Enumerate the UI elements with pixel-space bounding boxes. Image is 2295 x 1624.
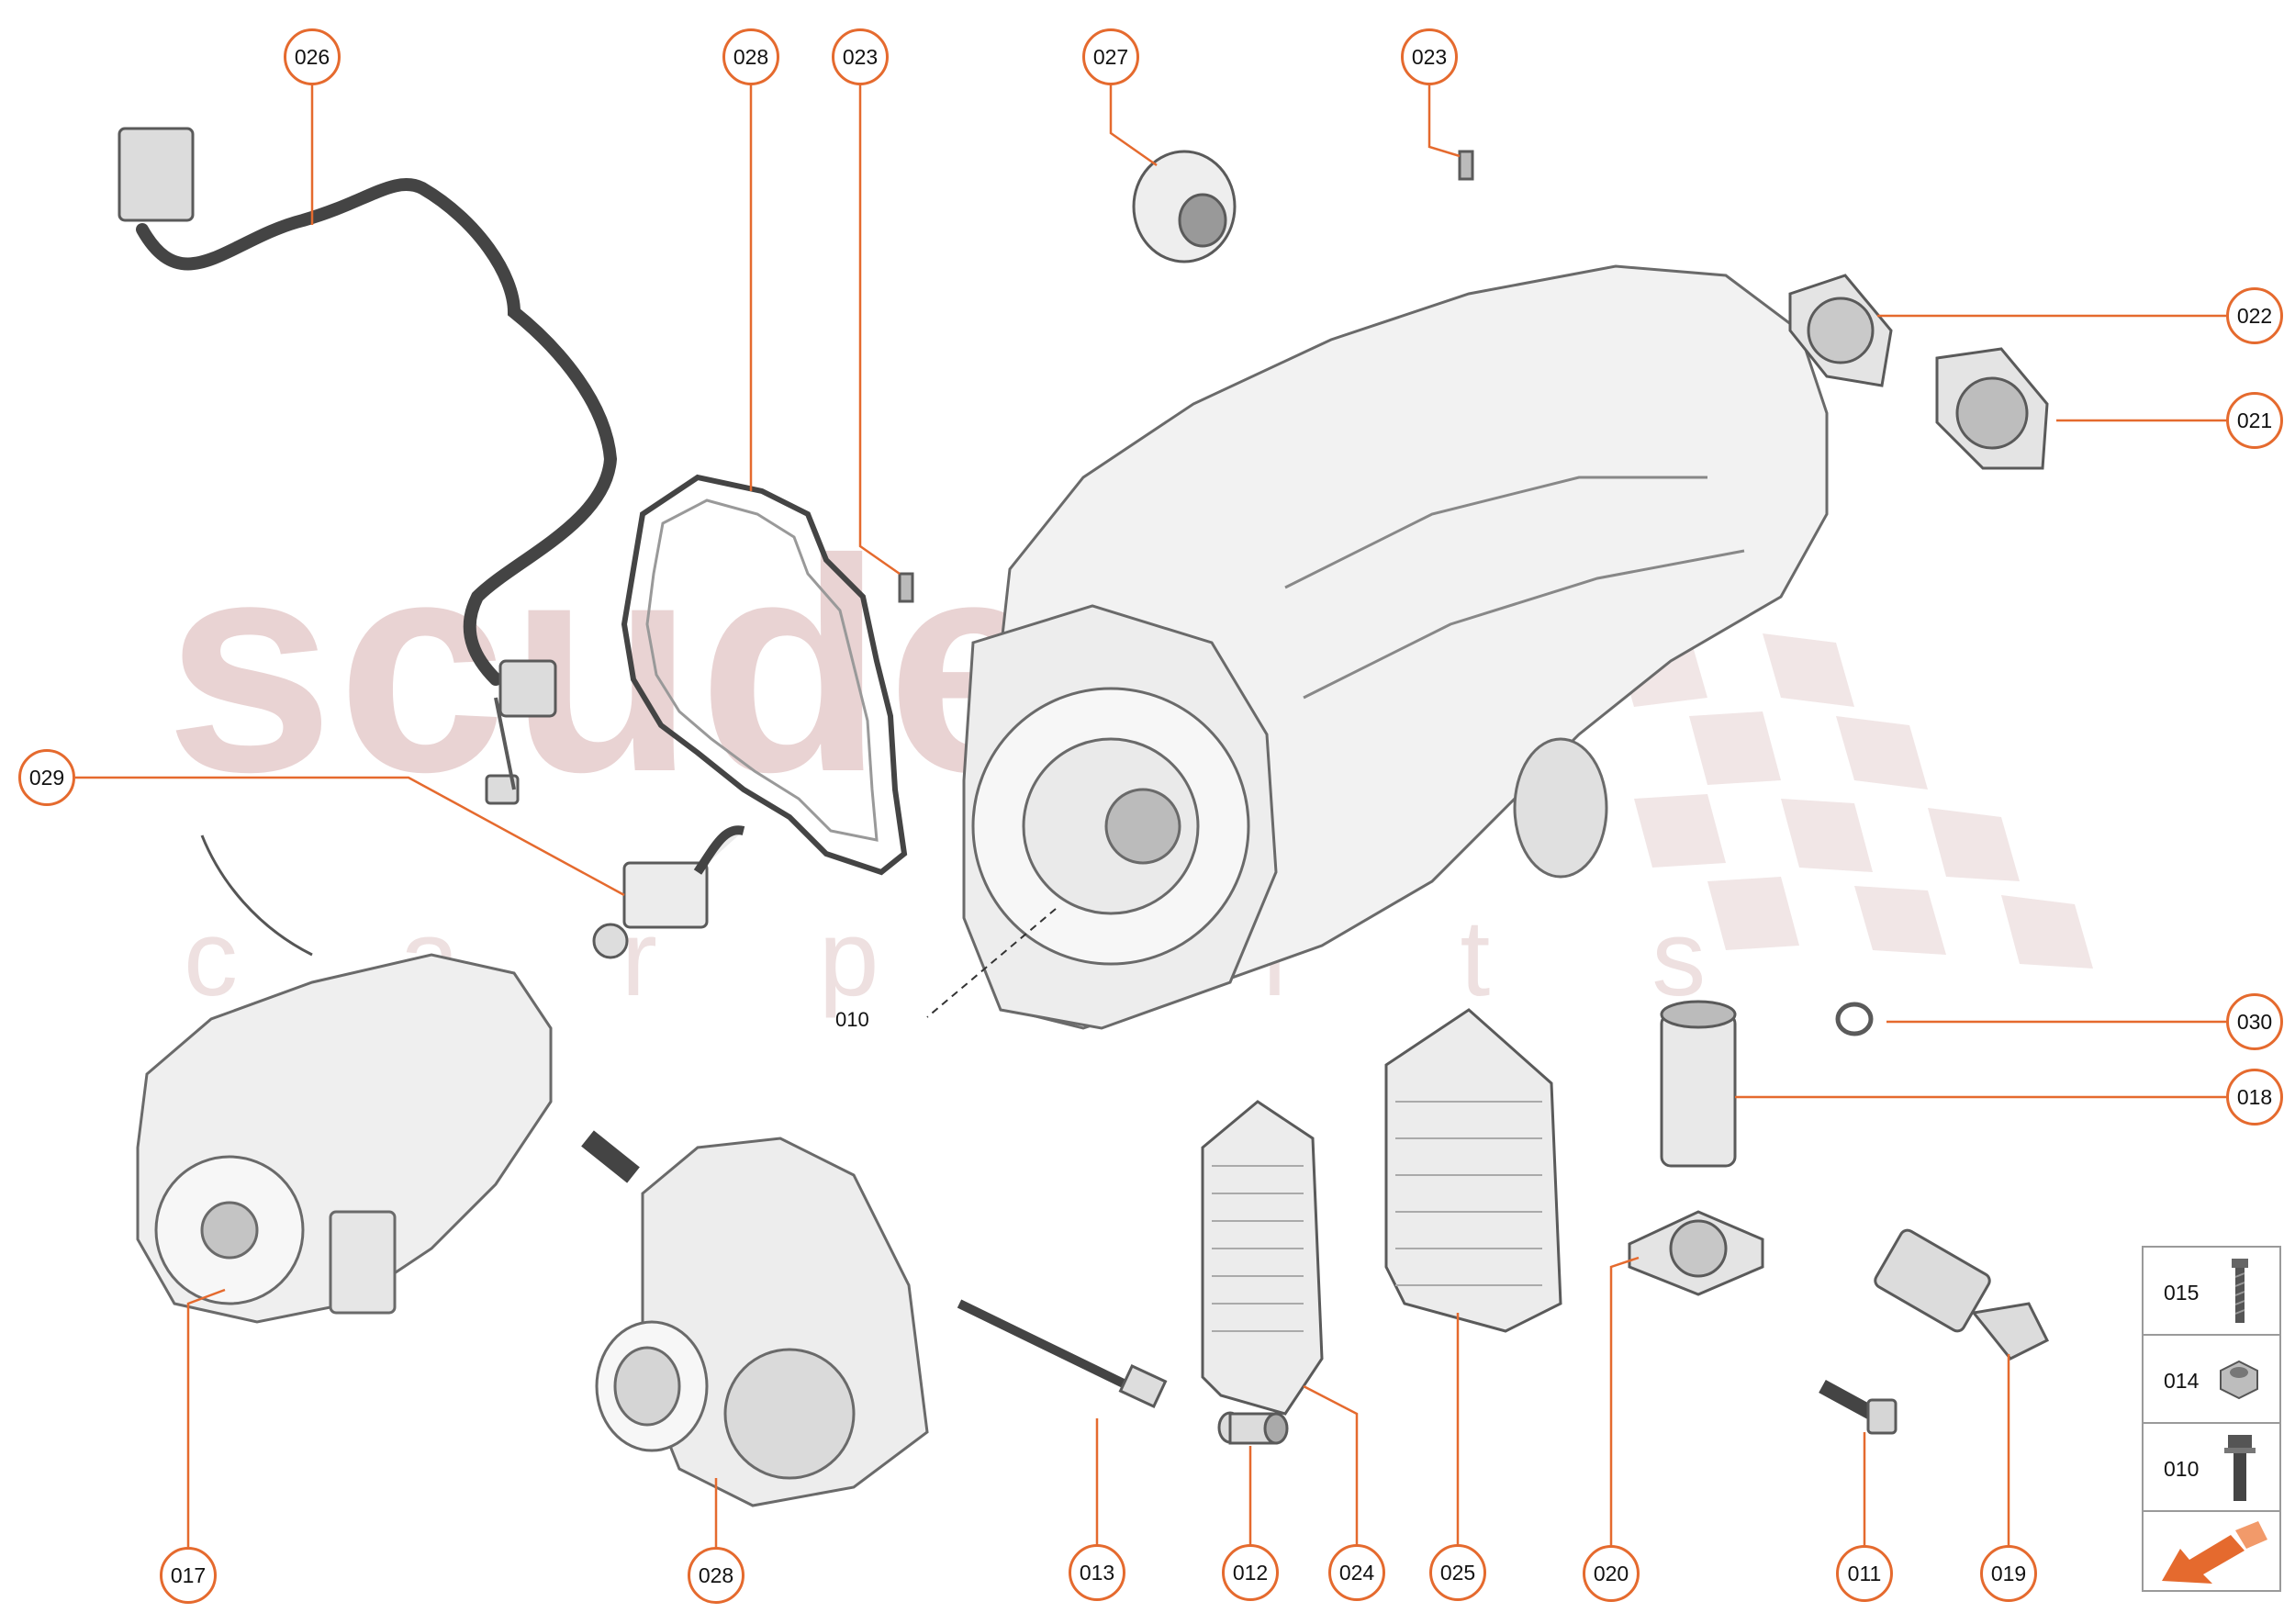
callout-022[interactable]: 022 (2226, 287, 2283, 344)
callout-017[interactable]: 017 (160, 1547, 217, 1604)
callout-023-left[interactable]: 023 (832, 28, 889, 85)
legend-row-bolt[interactable]: 015 (2144, 1248, 2279, 1336)
callout-027[interactable]: 027 (1082, 28, 1139, 85)
oil-filter (1660, 1000, 1737, 1168)
leader-010 (926, 908, 1057, 1018)
callout-011[interactable]: 011 (1836, 1545, 1893, 1602)
callout-021[interactable]: 021 (2226, 392, 2283, 449)
legend-nav-button[interactable] (2144, 1512, 2279, 1594)
part-label-010: 010 (835, 1008, 869, 1031)
arrow-down-left-icon (2162, 1521, 2267, 1584)
legend-code: 014 (2164, 1369, 2200, 1393)
legend-row-nut[interactable]: 014 (2144, 1336, 2279, 1424)
sealing-washer (1835, 1002, 1874, 1036)
oil-cooler-small (1201, 1100, 1324, 1416)
drain-bolt (1819, 1379, 1898, 1435)
callout-012[interactable]: 012 (1222, 1544, 1279, 1601)
oil-cooler-large (1384, 1008, 1562, 1333)
leader-lines (75, 83, 2226, 1548)
differential-housing (581, 1130, 929, 1507)
callout-024[interactable]: 024 (1328, 1544, 1385, 1601)
bushing (1132, 150, 1237, 263)
callout-019[interactable]: 019 (1980, 1545, 2037, 1602)
union-fitting (1217, 1411, 1289, 1445)
callout-026[interactable]: 026 (284, 28, 341, 85)
callout-023-right[interactable]: 023 (1401, 28, 1458, 85)
pressure-cover (1935, 347, 2049, 470)
callout-013[interactable]: 013 (1069, 1544, 1125, 1601)
filter-plug (1874, 1228, 2050, 1361)
callout-018[interactable]: 018 (2226, 1069, 2283, 1126)
callout-025[interactable]: 025 (1429, 1544, 1486, 1601)
oil-pipe (957, 1299, 1168, 1409)
callout-029[interactable]: 029 (18, 749, 75, 806)
gearbox-assembly-small (136, 953, 553, 1324)
small-sensor (898, 572, 914, 603)
nut-icon (2220, 1360, 2258, 1400)
wiring-harness (136, 178, 618, 686)
gasket-outline (621, 474, 908, 876)
callout-020[interactable]: 020 (1583, 1545, 1640, 1602)
legend-code: 015 (2164, 1281, 2200, 1305)
side-cover (1788, 274, 1893, 387)
solenoid-valve (592, 825, 745, 959)
fastener-legend: 015 014 010 (2142, 1246, 2281, 1592)
legend-row-flange-bolt[interactable]: 010 (2144, 1424, 2279, 1512)
callout-030[interactable]: 030 (2226, 993, 2283, 1050)
callout-028-bottom[interactable]: 028 (688, 1547, 744, 1604)
small-sensor-right (1458, 150, 1474, 181)
bolt-icon (2232, 1259, 2248, 1323)
main-gearbox (962, 264, 1829, 1030)
callout-028-top[interactable]: 028 (722, 28, 779, 85)
harness-connector (118, 127, 557, 805)
checker-watermark (1616, 633, 2093, 969)
filter-cover (1628, 1210, 1764, 1296)
flange-bolt-icon (2224, 1435, 2256, 1501)
legend-code: 010 (2164, 1457, 2200, 1481)
